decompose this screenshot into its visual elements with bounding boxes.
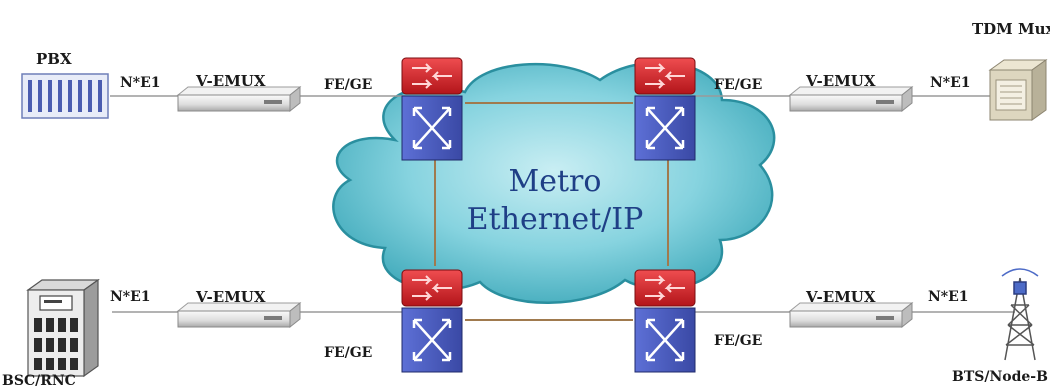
network-switch-icon [633,56,697,162]
pbx-rack-icon [21,73,109,119]
rack-unit-icon [177,302,301,328]
pbx-label: PBX [36,50,72,68]
bts-tower-icon [1001,268,1039,361]
cloud-title: Metro Ethernet/IP [455,163,655,238]
rack-unit-icon [177,86,301,112]
switch-links [434,102,669,321]
fege-label-bottom-left: FE/GE [324,345,373,361]
network-switch-icon [400,268,464,374]
network-switch-icon [400,56,464,162]
ne1-label-bottom-right: N*E1 [928,289,969,305]
ne1-label-bottom-left: N*E1 [110,289,151,305]
cloud-title-line1: Metro [508,164,602,199]
vemux-label-top-left: V-EMUX [196,72,266,90]
cloud-title-line2: Ethernet/IP [466,201,644,237]
fege-label-top-left: FE/GE [324,77,373,93]
access-links [110,95,1015,313]
rack-unit-icon [789,302,913,328]
bts-nodeb-label: BTS/Node-B [952,369,1048,385]
fege-label-bottom-right: FE/GE [714,333,763,349]
fege-label-top-right: FE/GE [714,77,763,93]
network-switch-icon [633,268,697,374]
ne1-label-top-right: N*E1 [930,75,971,91]
vemux-label-top-right: V-EMUX [806,72,876,90]
vemux-label-bottom-right: V-EMUX [806,288,876,306]
vemux-label-bottom-left: V-EMUX [196,288,266,306]
bsc-cabinet-icon [26,278,100,378]
rack-unit-icon [789,86,913,112]
tdm-mux-box-icon [988,59,1048,121]
ne1-label-top-left: N*E1 [120,75,161,91]
tdm-mux-label: TDM Mux [972,20,1050,38]
bsc-rnc-label: BSC/RNC [2,373,76,389]
